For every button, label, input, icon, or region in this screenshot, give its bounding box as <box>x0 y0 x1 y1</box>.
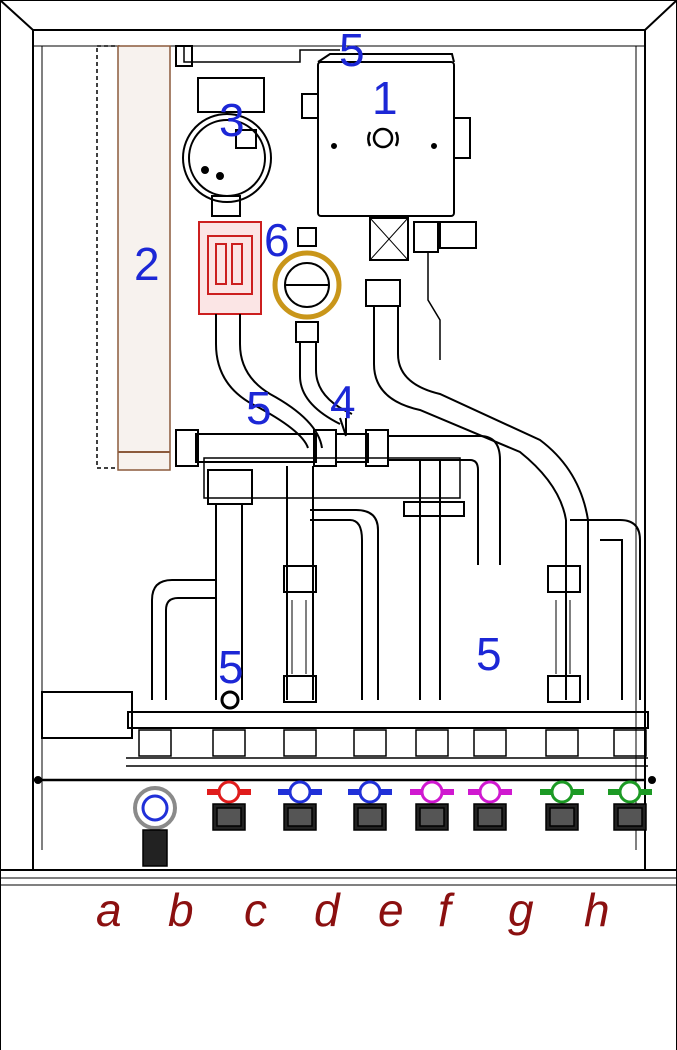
callout-6: 6 <box>264 214 290 266</box>
outlet-valve-d <box>348 729 392 831</box>
outlet-label-a: a <box>96 884 122 936</box>
outlet-valve-f <box>468 729 512 831</box>
callout-5-middle: 5 <box>246 382 272 434</box>
outlet-valve-g <box>540 729 584 831</box>
heat-exchanger <box>96 45 171 471</box>
callout-1: 1 <box>372 72 398 124</box>
control-unit <box>301 53 471 217</box>
return-manifold <box>126 711 649 767</box>
outlet-valve-a <box>133 729 177 867</box>
outlet-label-c: c <box>244 884 267 936</box>
sensor-ring <box>220 690 240 710</box>
outlet-valve-e <box>410 729 454 831</box>
outlet-label-b: b <box>168 884 194 936</box>
outlet-label-h: h <box>584 884 610 936</box>
zone-valve <box>365 217 477 360</box>
flow-meter <box>272 227 342 343</box>
outlet-label-d: d <box>314 884 341 936</box>
callout-3: 3 <box>219 94 245 146</box>
outlet-label-g: g <box>508 884 534 936</box>
outlet-valve-h <box>608 729 652 831</box>
outlet-valve-c <box>278 729 322 831</box>
outlet-label-f: f <box>438 884 455 936</box>
callout-2: 2 <box>134 238 160 290</box>
red-pump-unit <box>198 221 262 315</box>
supply-manifold <box>175 417 501 700</box>
outlet-valve-b <box>207 729 251 831</box>
circulation-pump <box>182 77 272 217</box>
callout-5-lower-right: 5 <box>476 628 502 680</box>
callout-5-top: 5 <box>339 24 365 76</box>
outlet-label-e: e <box>378 884 404 936</box>
callout-4: 4 <box>330 376 356 428</box>
callout-5-lower-left: 5 <box>218 641 244 693</box>
